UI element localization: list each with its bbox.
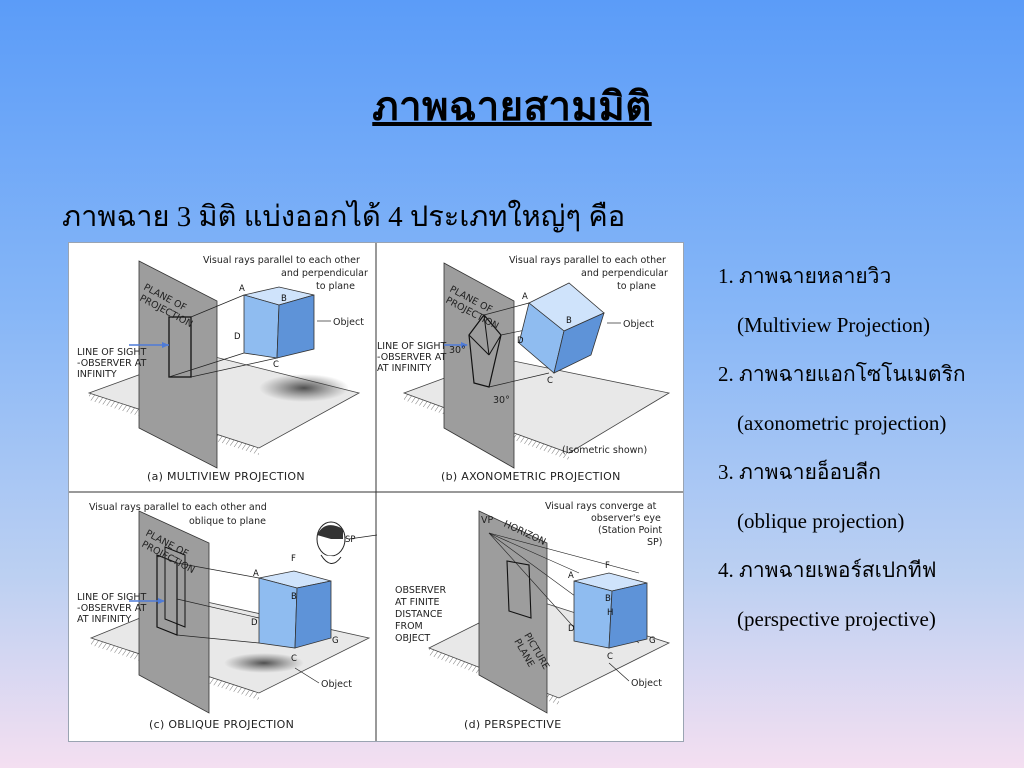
angle-label-left: 30° bbox=[449, 345, 466, 356]
sight-arrowhead bbox=[162, 342, 169, 348]
object-label: Object bbox=[333, 317, 364, 328]
observer-label-line5: OBJECT bbox=[395, 633, 430, 644]
sight-label-line2: -OBSERVER AT bbox=[77, 358, 147, 369]
sight-label-line2: -OBSERVER AT bbox=[77, 603, 147, 614]
point-c: C bbox=[607, 652, 613, 662]
vp-label: VP bbox=[481, 515, 493, 526]
list-item-1-label: 1. ภาพฉายหลายวิว bbox=[718, 264, 892, 288]
rays-label-line2: observer's eye bbox=[591, 513, 661, 524]
rays-label-line1: Visual rays parallel to each other and bbox=[89, 502, 267, 513]
projected-view bbox=[168, 316, 192, 378]
list-item-2-label: 2. ภาพฉายแอกโซโนเมตริก bbox=[718, 362, 966, 386]
observer-label-line2: AT FINITE bbox=[395, 597, 440, 608]
rays-label-line2: and perpendicular bbox=[581, 268, 668, 279]
projection-diagram: A B D C Object Visual rays parallel to e… bbox=[69, 243, 683, 741]
list-item-4-english: (perspective projective) bbox=[737, 607, 936, 631]
cube-object bbox=[258, 570, 332, 649]
cube-object bbox=[243, 286, 315, 359]
object-shadow bbox=[259, 374, 349, 402]
list-item-3-english: (oblique projection) bbox=[737, 509, 905, 533]
projection-type-list: 1. ภาพฉายหลายวิว (Multiview Projection) … bbox=[718, 266, 966, 658]
rays-label-line2: oblique to plane bbox=[189, 516, 266, 527]
rays-label-line2: and perpendicular bbox=[281, 268, 368, 279]
list-item-4-label: 4. ภาพฉายเพอร์สเปกทีฟ bbox=[718, 558, 937, 582]
rays-label-line3: to plane bbox=[617, 281, 656, 292]
point-c: C bbox=[547, 376, 553, 386]
object-label: Object bbox=[631, 678, 662, 689]
observer-head bbox=[316, 521, 346, 564]
sight-label-line3: INFINITY bbox=[77, 369, 117, 380]
caption-b: (b) AXONOMETRIC PROJECTION bbox=[441, 470, 621, 483]
rays-label-line3: to plane bbox=[316, 281, 355, 292]
object-shadow bbox=[224, 653, 304, 673]
sight-label-line3: AT INFINITY bbox=[77, 614, 131, 625]
sight-arrowhead bbox=[461, 342, 468, 348]
slide-title: ภาพฉายสามมิติ bbox=[372, 84, 652, 129]
rays-label-line3: (Station Point bbox=[598, 525, 662, 536]
projection-plane bbox=[443, 262, 515, 469]
object-label: Object bbox=[321, 679, 352, 690]
observer-label-line4: FROM bbox=[395, 621, 423, 632]
point-h: H bbox=[607, 608, 613, 618]
cube-object bbox=[573, 572, 648, 649]
sight-label-line1: LINE OF SIGHT bbox=[377, 341, 447, 352]
rays-label-line1: Visual rays parallel to each other bbox=[509, 255, 666, 266]
point-f: F bbox=[291, 554, 296, 564]
observer-label-line1: OBSERVER bbox=[395, 585, 446, 596]
point-a: A bbox=[253, 569, 259, 579]
angle-label-right: 30° bbox=[493, 395, 510, 406]
point-b: B bbox=[291, 592, 297, 602]
point-a: A bbox=[568, 571, 574, 581]
point-a: A bbox=[239, 284, 245, 294]
point-c: C bbox=[273, 360, 279, 370]
caption-d: (d) PERSPECTIVE bbox=[464, 718, 561, 731]
rays-label-line1: Visual rays converge at bbox=[545, 501, 657, 512]
point-d: D bbox=[568, 624, 575, 634]
projection-plane bbox=[138, 260, 218, 469]
point-d: D bbox=[251, 618, 258, 628]
list-item-1-english: (Multiview Projection) bbox=[737, 313, 931, 337]
point-b: B bbox=[566, 316, 572, 326]
isometric-note: (Isometric shown) bbox=[562, 445, 647, 456]
list-item-3-label: 3. ภาพฉายอ็อบลีก bbox=[718, 460, 882, 484]
sight-arrowhead bbox=[158, 598, 165, 604]
point-g: G bbox=[649, 636, 656, 646]
object-label: Object bbox=[623, 319, 654, 330]
sight-label-line1: LINE OF SIGHT bbox=[77, 592, 147, 603]
caption-a: (a) MULTIVIEW PROJECTION bbox=[147, 470, 305, 483]
point-f: F bbox=[605, 561, 610, 571]
point-d: D bbox=[234, 332, 241, 342]
rays-label-line1: Visual rays parallel to each other bbox=[203, 255, 360, 266]
point-c: C bbox=[291, 654, 297, 664]
rays-label-line4: SP) bbox=[647, 537, 662, 548]
sight-label-line3: AT INFINITY bbox=[377, 363, 431, 374]
point-d: D bbox=[517, 336, 524, 346]
cube-object bbox=[518, 282, 605, 374]
list-item-2-english: (axonometric projection) bbox=[737, 411, 947, 435]
caption-c: (c) OBLIQUE PROJECTION bbox=[149, 718, 294, 731]
point-g: G bbox=[332, 636, 339, 646]
point-a: A bbox=[522, 292, 528, 302]
panel-multiview: A B D C Object Visual rays parallel to e… bbox=[77, 255, 368, 483]
sight-label-line2: -OBSERVER AT bbox=[377, 352, 447, 363]
slide-intro: ภาพฉาย 3 มิติ แบ่งออกได้ 4 ประเภทใหญ่ๆ ค… bbox=[62, 201, 626, 233]
panel-oblique: SP A F B D C G Object Visual rays parall… bbox=[77, 502, 378, 731]
panel-axonometric: A B D C Object Visual rays parallel to e… bbox=[377, 255, 671, 483]
sp-label: SP bbox=[345, 535, 356, 545]
projection-figure: A B D C Object Visual rays parallel to e… bbox=[68, 242, 684, 742]
observer-label-line3: DISTANCE bbox=[395, 609, 442, 620]
point-b: B bbox=[281, 294, 287, 304]
point-b: B bbox=[605, 594, 611, 604]
projected-view bbox=[506, 560, 532, 619]
projected-view bbox=[468, 314, 502, 388]
sight-label-line1: LINE OF SIGHT bbox=[77, 347, 147, 358]
panel-perspective: VP HORIZON A F B H D C G Object Visual r… bbox=[395, 501, 671, 731]
